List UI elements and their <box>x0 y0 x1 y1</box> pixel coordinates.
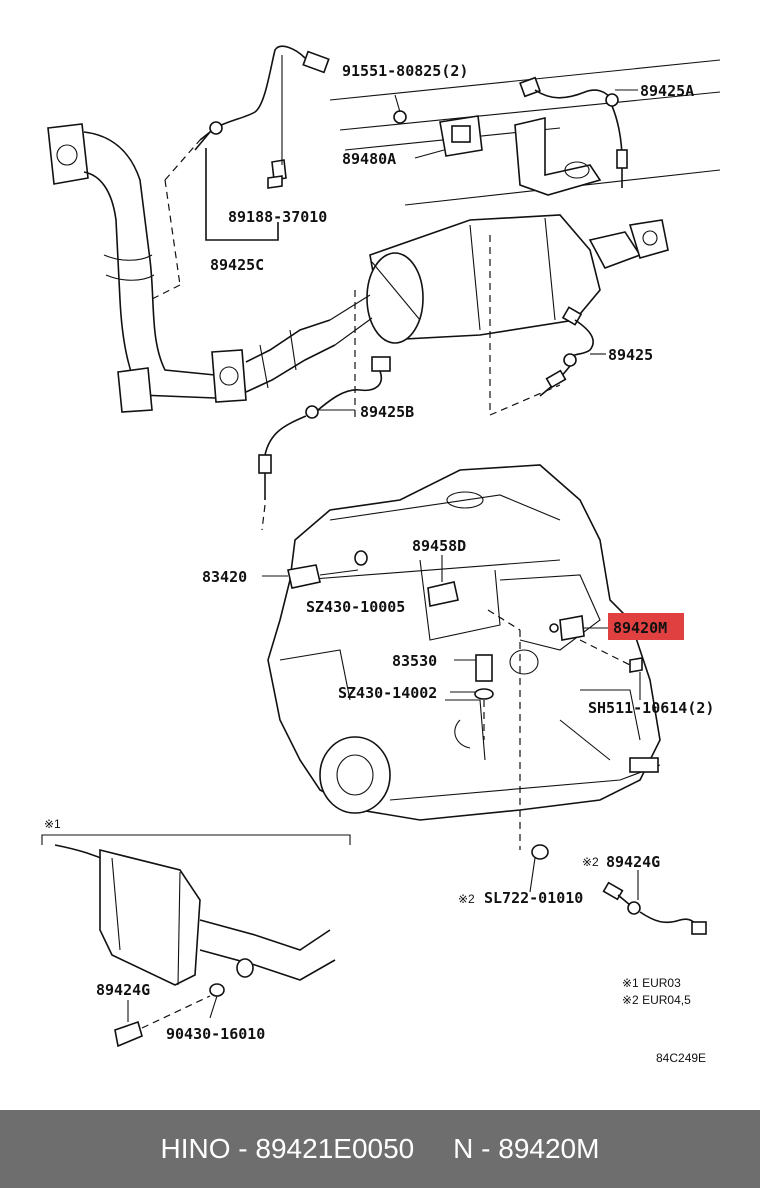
label-sl722-01010: SL722-01010 <box>484 889 583 907</box>
label-91551-80825: 91551-80825(2) <box>342 62 468 80</box>
label-sz430-14002: SZ430-14002 <box>338 684 437 702</box>
exhaust-front-pipe <box>47 123 336 413</box>
engine-block <box>267 464 661 821</box>
exploded-view-svg: 91551-80825(2) 89425A 89480A 89188-37010… <box>41 45 721 1065</box>
label-89420m[interactable]: 89420M <box>613 619 667 637</box>
sensor-89458d <box>427 581 459 607</box>
label-sz430-10005: SZ430-10005 <box>306 598 405 616</box>
label-89458d: 89458D <box>412 537 466 555</box>
gasket-90430 <box>209 983 225 997</box>
mark-note1: ※1 <box>44 817 61 831</box>
highlight-box <box>608 613 684 640</box>
footer-n-part: N - 89420M <box>453 1133 600 1164</box>
bolt-91551 <box>393 110 407 124</box>
frame-rail <box>329 59 721 206</box>
label-sh511-10614: SH511-10614(2) <box>588 699 714 717</box>
diagram-code: 84C249E <box>656 1051 706 1065</box>
gasket-sz430-10005 <box>354 550 368 566</box>
sensor-83420 <box>287 564 321 589</box>
sensor-89425 <box>539 306 606 397</box>
dpf-catalyst <box>329 214 669 420</box>
sensor-89480a <box>393 94 483 159</box>
footer-spacer <box>414 1133 453 1165</box>
legend-eur045: ※2 EUR04,5 <box>622 993 691 1007</box>
label-89424g-left: 89424G <box>96 981 150 999</box>
legend-eur03: ※1 EUR03 <box>622 976 681 990</box>
sensor-89425b <box>258 356 391 531</box>
sensor-89425c <box>194 45 330 241</box>
sensor-89420m <box>559 615 585 641</box>
label-83530: 83530 <box>392 652 437 670</box>
mark-note2-right: ※2 <box>582 855 599 869</box>
engine-small-parts <box>262 550 643 850</box>
footer-bar: HINO - 89421E0050 N - 89420M <box>0 1110 760 1188</box>
detail-eur03 <box>41 834 351 1048</box>
gasket-sl722 <box>531 844 549 860</box>
label-89425a: 89425A <box>640 82 694 100</box>
label-89424g-right: 89424G <box>606 853 660 871</box>
sensor-89424g-right <box>529 844 707 935</box>
sensor-89425a <box>519 76 638 188</box>
sensor-89424g-left <box>114 1020 143 1048</box>
mark-note2-sl722: ※2 <box>458 892 475 906</box>
label-90430-16010: 90430-16010 <box>166 1025 265 1043</box>
label-89480a: 89480A <box>342 150 396 168</box>
footer-hino-part: HINO - 89421E0050 <box>160 1133 415 1164</box>
switch-83530 <box>475 654 493 682</box>
label-89425c: 89425C <box>210 256 264 274</box>
label-89425b: 89425B <box>360 403 414 421</box>
bolt-sh511 <box>629 657 643 673</box>
label-83420: 83420 <box>202 568 247 586</box>
label-89425: 89425 <box>608 346 653 364</box>
label-89188-37010: 89188-37010 <box>228 208 327 226</box>
gasket-sz430-14002 <box>474 688 494 700</box>
parts-diagram: 91551-80825(2) 89425A 89480A 89188-37010… <box>41 45 721 1065</box>
